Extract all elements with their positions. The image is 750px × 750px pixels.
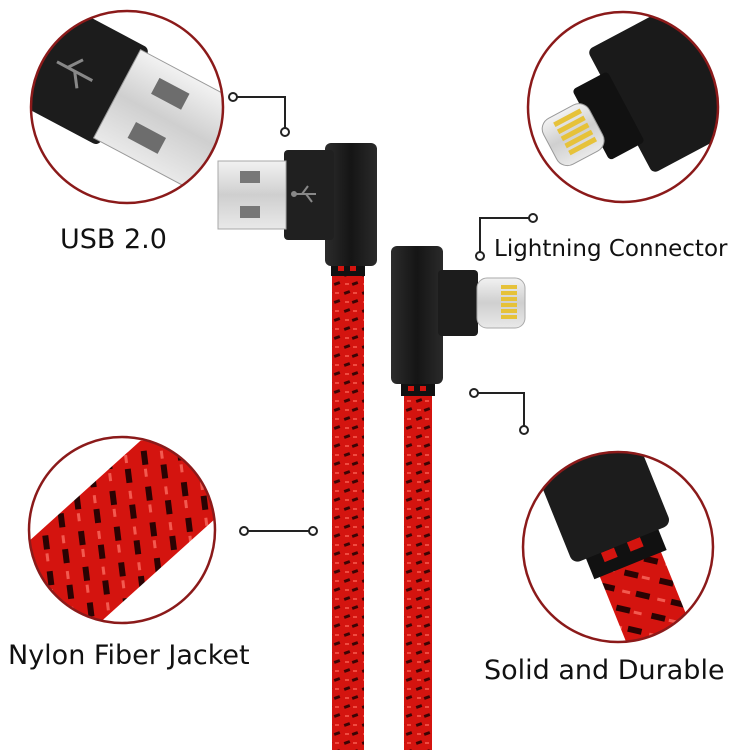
lightning-connector-housing [391, 246, 443, 384]
lightning-label: Lightning Connector [494, 236, 728, 262]
nylon-label: Nylon Fiber Jacket [8, 640, 250, 671]
leader-usb [228, 92, 290, 137]
usb-cable [217, 143, 377, 750]
leader-lightning [475, 213, 538, 261]
leader-nylon [239, 526, 318, 536]
usb-zoom-circle [29, 9, 225, 205]
lightning-cable [391, 246, 526, 750]
usb-label: USB 2.0 [60, 224, 167, 255]
usb-symbol-icon [291, 185, 316, 203]
nylon-zoom-circle [27, 435, 217, 625]
lightning-zoom-circle [526, 10, 720, 204]
durable-zoom-circle [521, 450, 715, 644]
lightning-gold-pins [501, 285, 517, 319]
leader-durable [469, 388, 529, 435]
usb-connector-housing [325, 143, 377, 266]
lightning-cable-body [404, 392, 432, 750]
durable-label: Solid and Durable [484, 655, 725, 686]
usb-cable-body [332, 268, 364, 750]
